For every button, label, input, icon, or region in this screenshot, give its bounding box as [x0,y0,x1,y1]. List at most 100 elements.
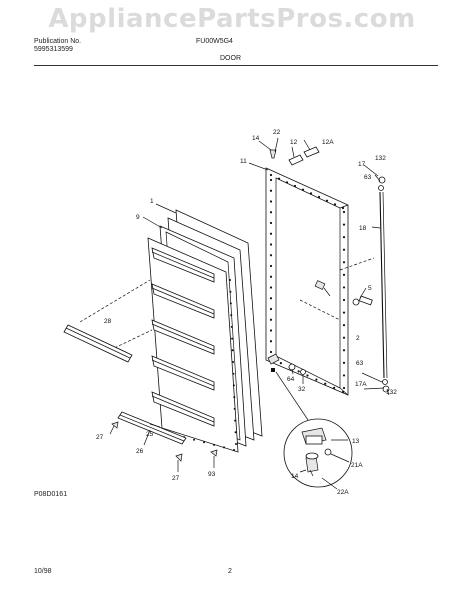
screw-hole [230,325,233,328]
screw-hole [229,279,231,281]
screw-hole [333,203,337,206]
screw-hole [317,195,321,199]
shelf-edge [151,323,215,351]
screw-hole [269,178,273,182]
screw-hole [341,206,345,210]
screw-hole [342,273,346,276]
screw-hole [269,340,273,343]
screw-hole [342,386,346,390]
figure-code: P08D0161 [34,491,68,498]
screw-hole [269,350,273,354]
callout-21a: 21A [351,462,363,469]
screw-hole [333,386,336,389]
screw-hole [231,349,234,352]
screw-hole [203,441,205,444]
screw-hole [325,199,329,202]
screw-hole [269,243,273,246]
callout-27-left: 27 [96,434,104,441]
callout-22a: 22A [337,489,349,496]
screw-hole [232,384,235,387]
screw-hole [342,361,346,364]
hinge-detail-circle [275,371,353,488]
screw-hole [341,390,345,394]
screw-hole [269,173,273,177]
callout-26: 26 [136,448,144,455]
page-number: 2 [228,568,232,575]
shelf-edge [151,359,215,387]
callout-132-top: 132 [375,155,386,162]
callout-14-detail: 14 [291,473,299,480]
screw-hole [269,264,273,268]
watermark-logo: AppliancePartsPros.com [48,4,416,34]
callout-5: 5 [368,285,372,292]
screw-hole [231,337,234,340]
bottom-bar [117,411,187,445]
screw-hole [342,374,346,377]
screw-hole [269,318,273,321]
callout-9: 9 [136,214,140,221]
screw-hole [342,311,346,314]
screw-hole [269,221,273,225]
screw-hole [342,324,346,327]
screw-hole [269,211,273,214]
leader-lines [109,137,390,490]
callout-12: 12 [290,139,298,146]
screw-hole [279,362,282,365]
publication-label: Publication No. [34,38,82,45]
screw-hole [342,248,346,251]
screw-hole [277,177,281,180]
top-hinge-parts [269,146,320,166]
screw-hole [301,188,305,191]
model-number: FU00W5G4 [196,38,233,45]
callout-63-bottom: 63 [356,360,364,367]
screws [111,421,218,462]
callout-25: 25 [146,431,154,438]
callout-14-top: 14 [252,135,260,142]
screw-hole [285,181,289,184]
callout-2: 2 [356,335,360,342]
door-shelves [151,247,215,427]
screw-hole [229,290,232,293]
screw-hole [229,302,232,305]
screw-hole [269,307,273,311]
callout-17a: 17A [355,381,367,388]
screw-hole [223,446,225,449]
publication-number: 5995313599 [34,46,73,53]
callout-28: 28 [104,318,112,325]
revision-date: 10/98 [34,568,52,575]
callout-64: 64 [287,376,295,383]
screw-hole [324,382,327,385]
screw-hole [193,438,195,441]
screw-hole [269,189,273,192]
section-title: DOOR [220,55,241,62]
screw-hole [232,372,235,375]
shelf-edge [151,251,215,279]
shelf-bar [63,324,133,363]
callout-22: 22 [273,129,281,136]
screw-hole [233,407,236,410]
screw-hole [233,396,236,399]
bottom-hinge-parts [267,353,306,375]
screw-hole [342,261,346,264]
screw-hole [269,200,273,203]
callout-17: 17 [358,161,366,168]
screw-hole [213,443,215,446]
screw-hole [269,275,273,278]
callout-32: 32 [298,386,306,393]
callout-18: 18 [359,225,367,232]
screw-hole [342,223,346,226]
screw-hole [297,370,300,373]
screw-hole [269,286,273,289]
screw-hole [234,431,237,434]
screw-hole [230,314,233,317]
screw-hole [342,210,346,214]
screw-hole [269,254,273,257]
callout-11: 11 [240,158,247,165]
screw-hole [309,192,313,195]
callout-13: 13 [352,438,360,445]
screw-hole [269,232,273,235]
screw-hole [342,286,346,289]
cabinet-frame [265,167,375,396]
latch-assembly [314,280,373,306]
